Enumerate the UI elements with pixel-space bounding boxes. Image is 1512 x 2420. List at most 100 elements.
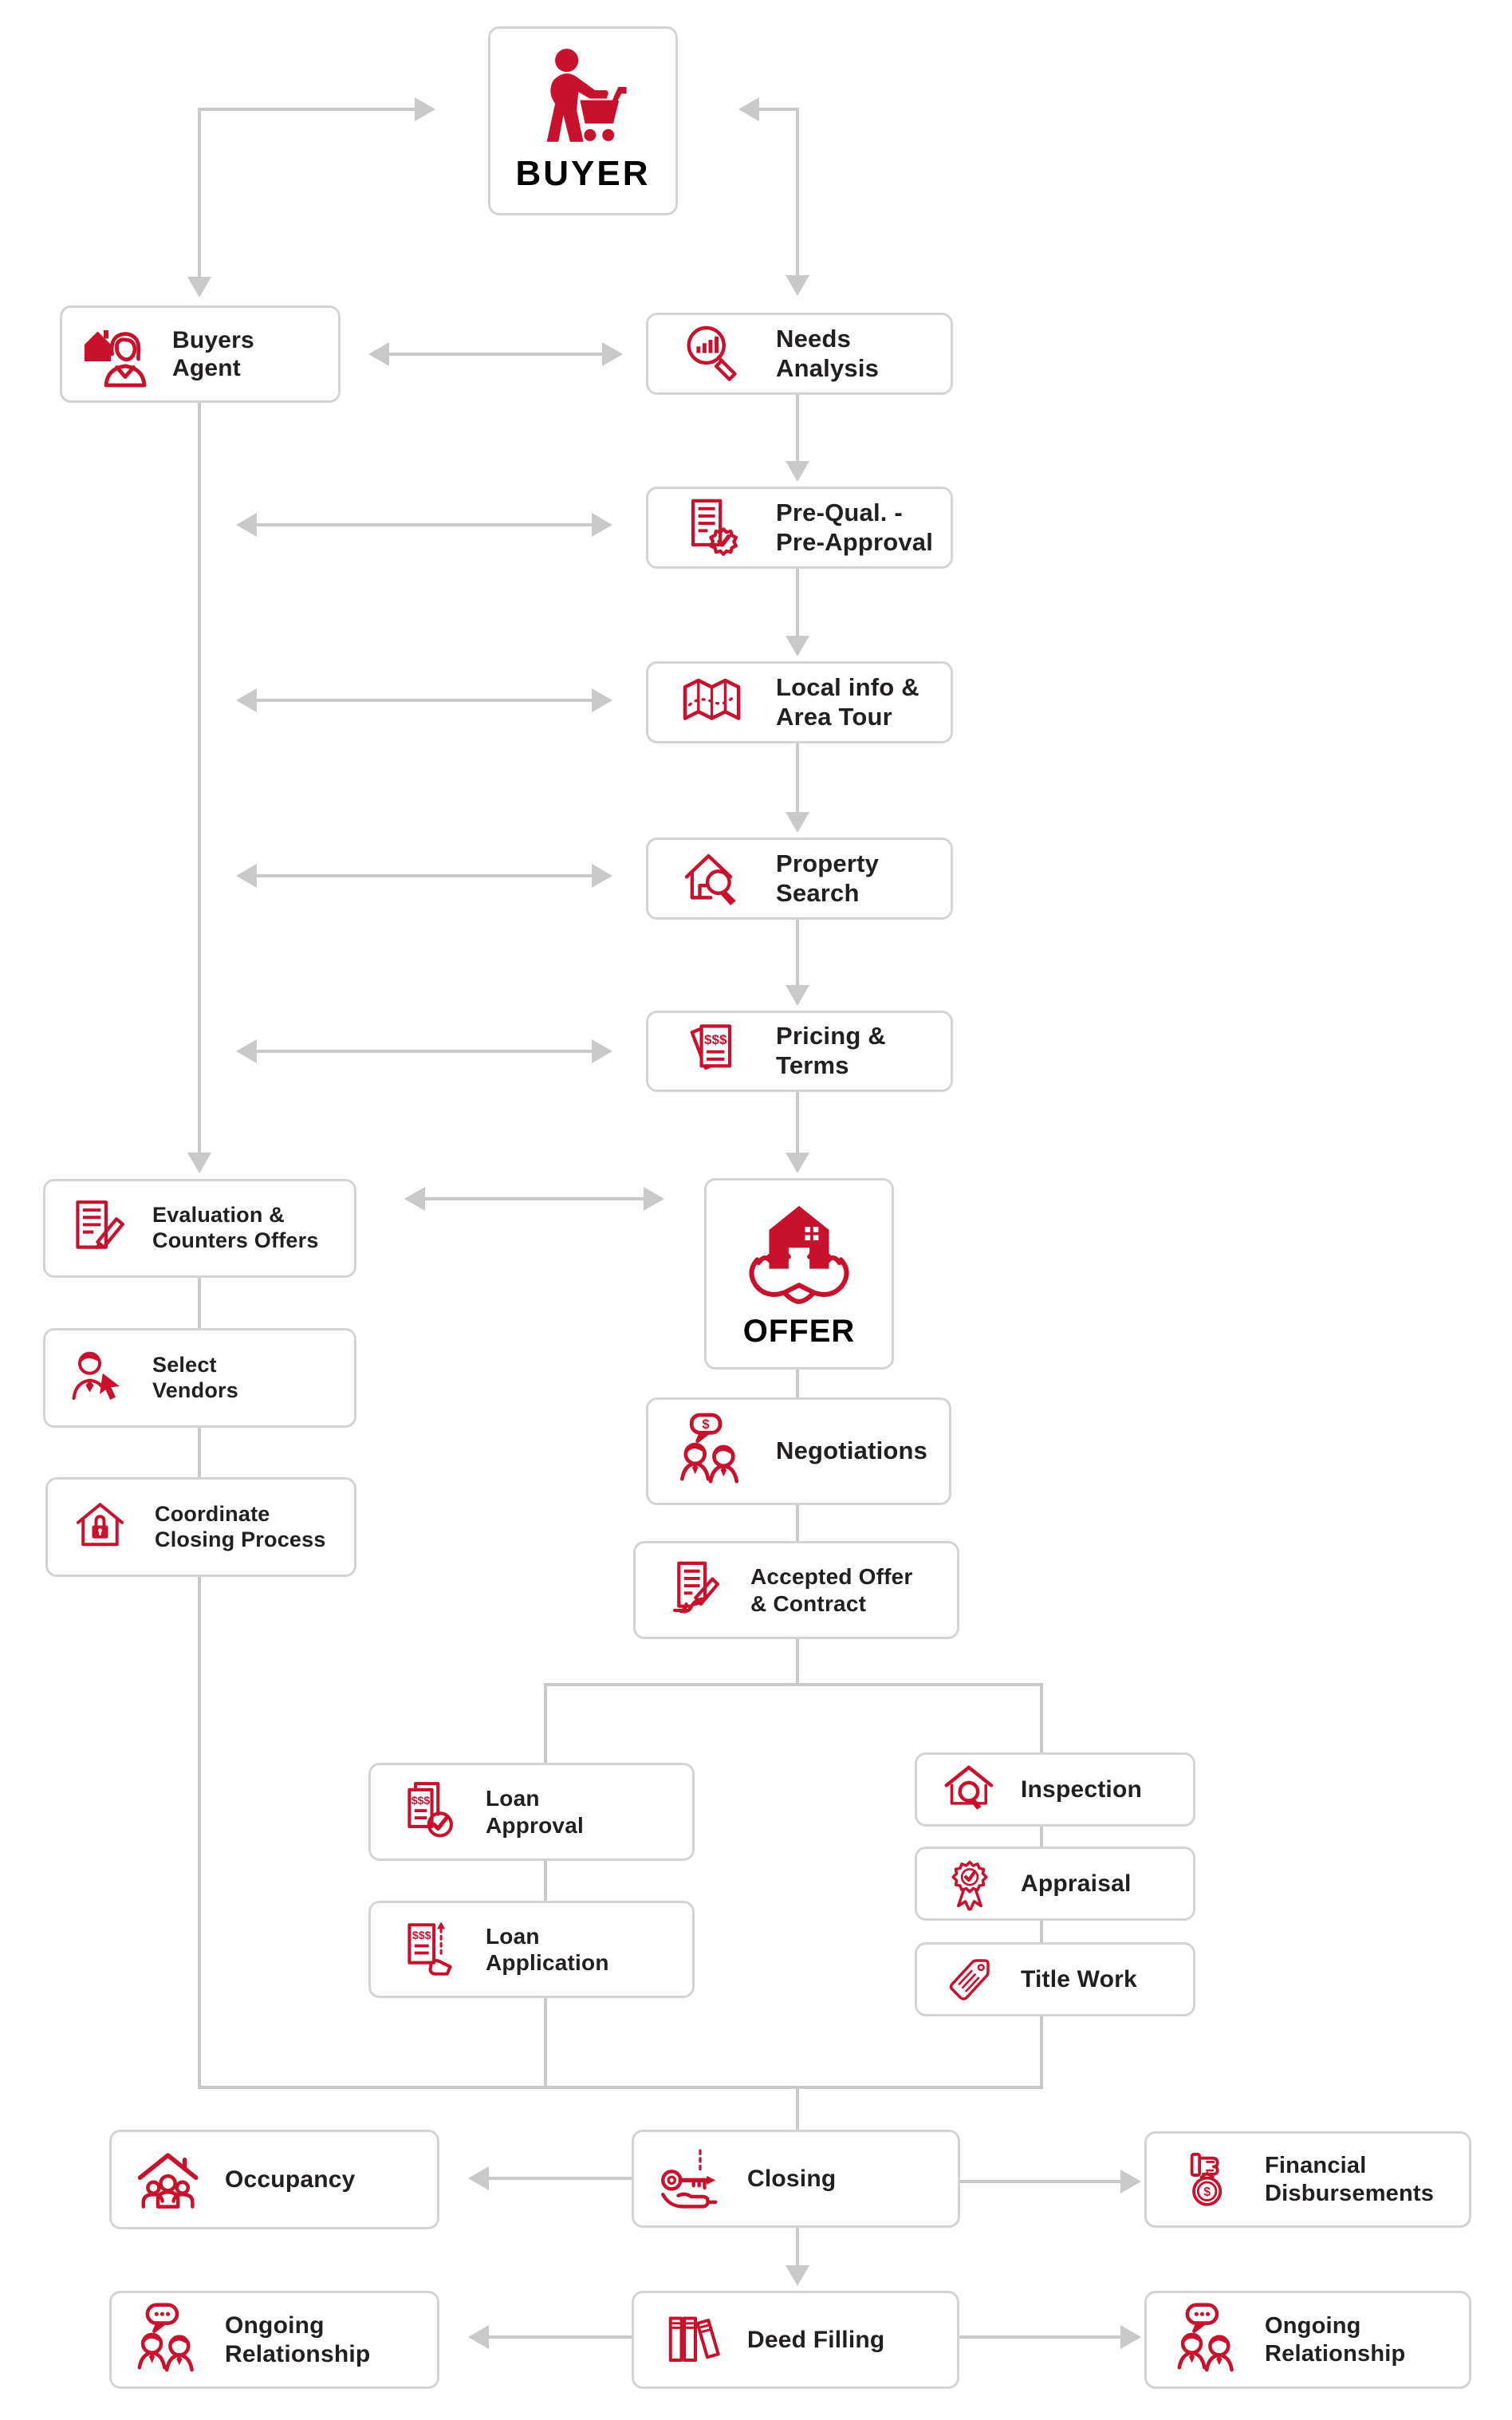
connector <box>198 1577 201 2087</box>
fist-money-bag-icon: $ <box>1171 2146 1247 2213</box>
arrowhead-left <box>738 97 759 121</box>
connector <box>796 395 799 461</box>
arrowhead-down <box>786 636 809 656</box>
folded-map-route-icon <box>669 669 757 736</box>
house-magnifier-icon <box>669 844 757 914</box>
negotiations-label: Negotiations <box>776 1437 928 1465</box>
connector <box>198 1278 201 1328</box>
connector <box>796 108 799 275</box>
ongoing-relationship-right-label: Ongoing Relationship <box>1265 2313 1406 2367</box>
arrowhead-right <box>1120 2170 1141 2193</box>
arrowhead-left <box>236 513 257 537</box>
inspection-label: Inspection <box>1021 1776 1143 1803</box>
svg-text:$: $ <box>1203 2185 1211 2199</box>
double-arrow <box>425 1197 644 1200</box>
node-loan-approval: $$$ Loan Approval <box>368 1763 695 1861</box>
two-people-chat-bubble-icon <box>1171 2300 1247 2380</box>
title-work-label: Title Work <box>1021 1965 1137 1992</box>
arrowhead-right <box>592 1039 612 1063</box>
node-title-work: Title Work <box>915 1942 1195 2016</box>
connector <box>796 1639 799 1685</box>
connector <box>544 1998 547 2087</box>
connector <box>796 569 799 636</box>
pricing-terms-label: Pricing & Terms <box>776 1022 886 1079</box>
node-local-info: Local info & Area Tour <box>646 661 953 743</box>
arrowhead-down <box>786 1153 809 1173</box>
node-coordinate-closing: Coordinate Closing Process <box>45 1477 356 1577</box>
node-deed-filling: Deed Filling <box>632 2291 959 2389</box>
arrowhead-left <box>404 1187 425 1211</box>
double-arrow <box>257 523 592 526</box>
connector <box>796 1505 799 1541</box>
connector <box>544 1683 547 1763</box>
connector <box>796 2086 799 2130</box>
connector <box>198 1428 201 1477</box>
collector-line <box>198 2086 1043 2089</box>
connector <box>1040 1683 1043 1752</box>
arrowhead-right <box>592 864 612 888</box>
house-family-icon <box>131 2146 207 2213</box>
person-cursor-icon <box>63 1345 136 1412</box>
branch-line <box>544 1683 1043 1686</box>
buyers-agent-label: Buyers Agent <box>172 326 254 381</box>
node-negotiations: $ Negotiations <box>646 1397 951 1505</box>
agent-woman-house-icon <box>78 317 158 391</box>
arrowhead-left <box>468 2325 489 2349</box>
occupancy-label: Occupancy <box>225 2166 356 2193</box>
arrowhead-left <box>236 1039 257 1063</box>
arrowhead-down <box>786 812 809 833</box>
arrowhead-left <box>368 342 389 366</box>
arrowhead-left <box>236 688 257 712</box>
hands-holding-house-icon <box>739 1196 859 1308</box>
dollar-document-check-icon: $$$ <box>392 1779 468 1846</box>
price-tag-icon <box>935 1952 1005 2008</box>
double-arrow <box>389 353 604 356</box>
arrowhead-down <box>786 461 809 482</box>
node-evaluation: Evaluation & Counters Offers <box>43 1179 356 1278</box>
arrow-line <box>960 2180 1120 2183</box>
appraisal-label: Appraisal <box>1021 1870 1132 1897</box>
double-arrow <box>257 1050 592 1053</box>
node-financial-disbursements: $ Financial Disbursements <box>1144 2131 1471 2228</box>
deed-filling-label: Deed Filling <box>747 2326 885 2353</box>
evaluation-label: Evaluation & Counters Offers <box>152 1203 319 1252</box>
arrowhead-down <box>786 275 809 296</box>
connector <box>796 743 799 812</box>
svg-text:$$$: $$$ <box>704 1032 727 1047</box>
node-closing: Closing <box>632 2130 960 2228</box>
arrow-line <box>959 2335 1120 2339</box>
connector <box>1040 1921 1043 1942</box>
house-padlock-icon <box>65 1494 139 1561</box>
loan-application-label: Loan Application <box>486 1923 609 1975</box>
arrowhead-right <box>644 1187 664 1211</box>
arrowhead-right <box>1120 2325 1141 2349</box>
node-select-vendors: Select Vendors <box>43 1328 356 1428</box>
coordinate-closing-label: Coordinate Closing Process <box>155 1501 326 1551</box>
pre-qual-label: Pre-Qual. - Pre-Approval <box>776 498 934 556</box>
connector <box>796 1370 799 1397</box>
binders-books-icon <box>653 2307 730 2374</box>
offer-label: OFFER <box>742 1314 856 1350</box>
connector <box>759 108 799 111</box>
arrowhead-down <box>786 985 809 1006</box>
property-search-label: Property Search <box>776 849 880 907</box>
arrowhead-left <box>468 2166 489 2190</box>
document-seal-check-icon <box>669 495 757 562</box>
arrowhead-right <box>592 513 612 537</box>
arrowhead-down <box>187 277 211 298</box>
node-needs-analysis: Needs Analysis <box>646 313 953 395</box>
connector <box>1040 2016 1043 2087</box>
arrowhead-down <box>187 1153 211 1173</box>
svg-text:$: $ <box>703 1417 710 1432</box>
contract-pencil-icon <box>656 1557 733 1624</box>
node-appraisal: Appraisal <box>915 1847 1195 1921</box>
connector <box>796 919 799 985</box>
select-vendors-label: Select Vendors <box>152 1352 238 1402</box>
connector <box>796 2228 799 2265</box>
arrowhead-right <box>415 97 435 121</box>
node-inspection: Inspection <box>915 1752 1195 1827</box>
connector <box>198 108 415 111</box>
local-info-label: Local info & Area Tour <box>776 672 919 731</box>
dollar-document-hand-icon: $$$ <box>392 1916 468 1983</box>
node-ongoing-relationship-left: Ongoing Relationship <box>109 2291 439 2389</box>
